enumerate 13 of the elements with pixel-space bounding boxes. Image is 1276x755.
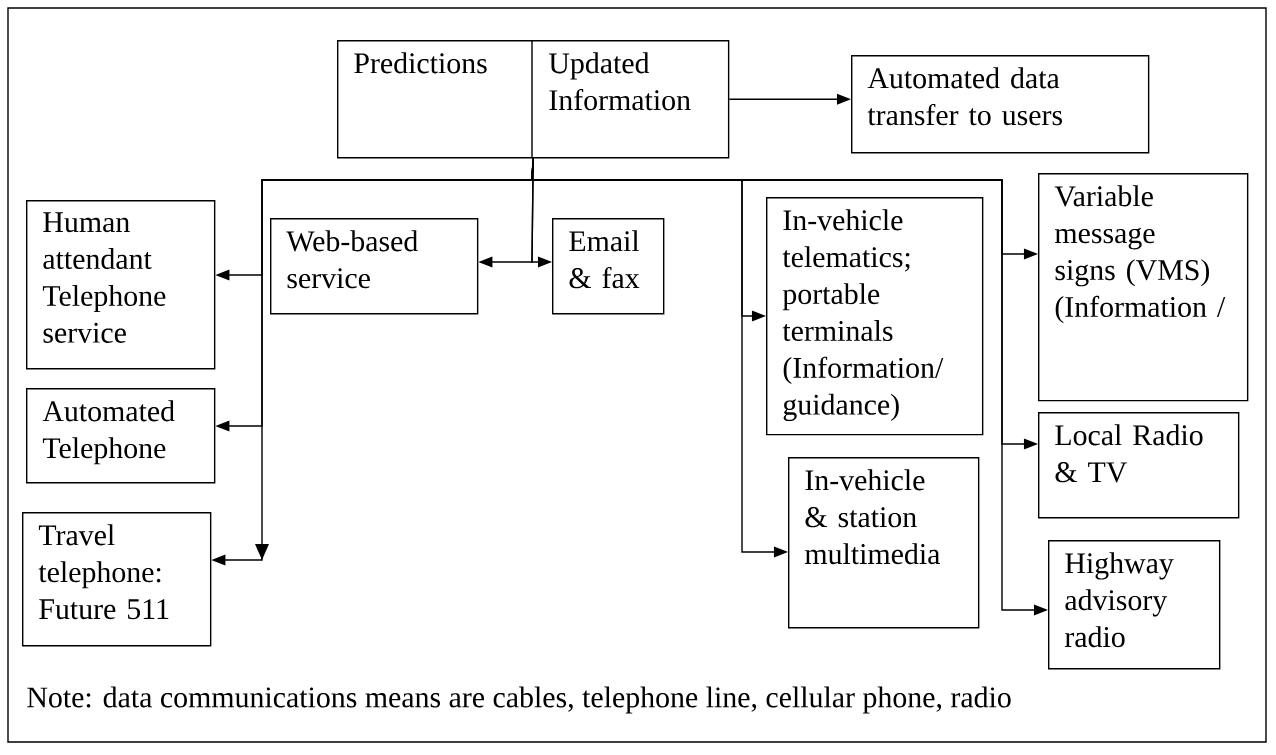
text-box: In-vehicle & station multimedia: [788, 457, 980, 629]
split-box: Predictions Updated Information: [337, 39, 730, 159]
text-box: Highway advisory radio: [1048, 540, 1221, 670]
text-box: Human attendant Telephone service: [26, 200, 216, 370]
text-box: In-vehicle telematics; portable terminals (Information/ guidance): [766, 197, 984, 436]
text-box: Automated Telephone: [26, 388, 216, 484]
text-box: Email & fax: [552, 218, 665, 315]
note: Note: data communications means are cables, telephone line, cellular phone, radio: [27, 686, 1011, 714]
text-box: Automated data transfer to users: [851, 55, 1150, 154]
text-box: Travel telephone: Future 511: [22, 512, 212, 647]
text-box: Variable message signs (VMS) (Information /: [1038, 173, 1249, 402]
text-box: Local Radio & TV: [1038, 412, 1240, 519]
text-box: Web-based service: [270, 218, 479, 315]
